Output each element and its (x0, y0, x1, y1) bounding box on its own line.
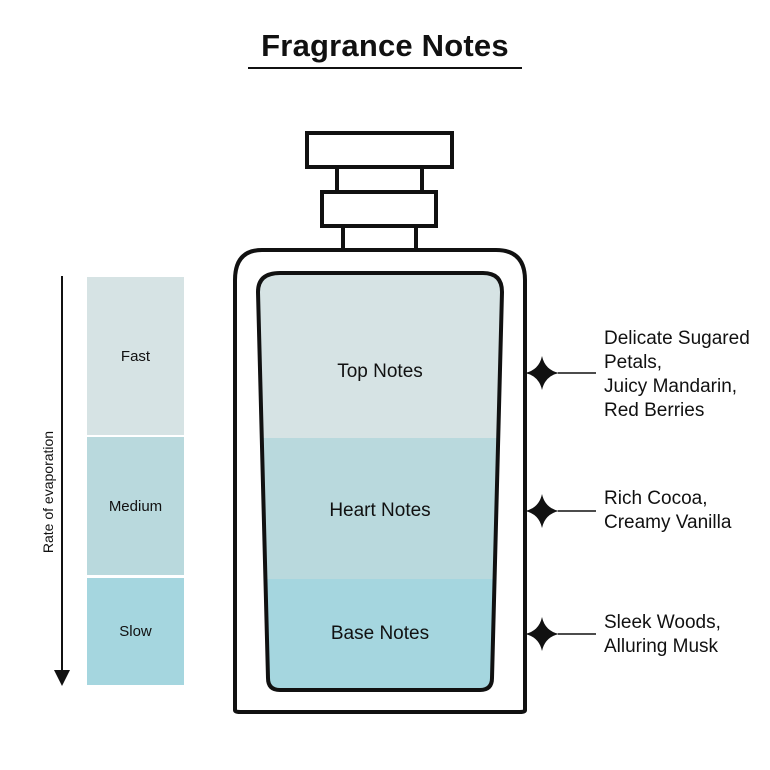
scale-label: Slow (119, 623, 152, 640)
evaporation-arrowhead (54, 670, 70, 686)
base-notes-layer (258, 579, 502, 690)
title-underline (248, 67, 522, 69)
top-notes-ingredients: Delicate Sugared Petals, Juicy Mandarin,… (604, 328, 750, 421)
scale-label: Medium (108, 497, 163, 515)
scale-medium-block: Medium (87, 437, 184, 575)
scale-slow-block: Slow (87, 578, 184, 685)
evaporation-axis-label: Rate of evaporation (40, 430, 56, 554)
scale-label: Fast (120, 347, 151, 365)
top-notes-layer (258, 273, 502, 438)
heart-notes-ingredients: Rich Cocoa, Creamy Vanilla (604, 488, 732, 533)
bottle-inner-glass (255, 271, 505, 692)
base-notes-ingredients: Sleek Woods, Alluring Musk (604, 612, 721, 657)
top-notes-label: Top Notes (337, 361, 423, 382)
base-notes-label: Base Notes (330, 623, 430, 644)
bottle-cap-top (305, 131, 454, 169)
bottle-cap-stem (335, 165, 424, 194)
diagram-title: Fragrance Notes (261, 28, 509, 63)
sparkle-icon (525, 617, 559, 651)
heart-notes-layer (258, 438, 502, 579)
scale-fast-block: Fast (87, 277, 184, 435)
sparkle-icon (525, 356, 559, 390)
bottle-neck (341, 224, 418, 252)
bottle-collar (320, 190, 438, 228)
sparkle-icon (525, 494, 559, 528)
heart-notes-label: Heart Notes (329, 500, 431, 521)
